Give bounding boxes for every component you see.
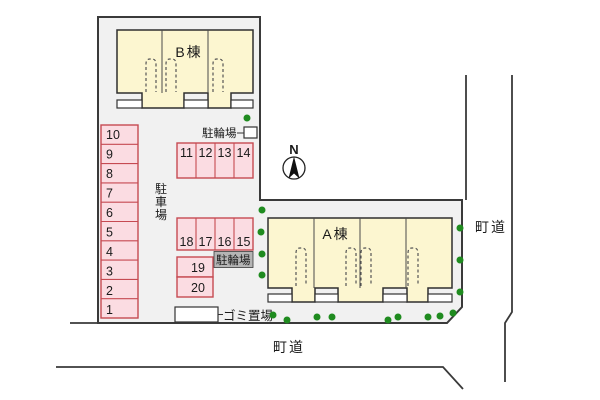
parking-space-number: 1 (106, 303, 113, 317)
stairs-icon (407, 247, 419, 286)
parking-space-number: 17 (199, 235, 213, 249)
tree-dot (456, 256, 464, 264)
parking-space-number: 7 (106, 187, 113, 201)
parking-lot-label-char: 場 (155, 208, 167, 222)
bicycle-parking-tag-bg (213, 251, 254, 268)
tree-dot (257, 228, 265, 236)
tree-dot (258, 206, 266, 214)
building-b-label: B棟 (175, 44, 202, 60)
bicycle-parking-top: 駐輪場 (202, 126, 258, 140)
parking-lot-label-char: 駐 (155, 181, 167, 196)
parking-lot-label-char: 車 (155, 195, 167, 209)
parking-space-number: 19 (191, 261, 205, 275)
parking-space-number: 14 (237, 146, 251, 160)
garbage-area-box (174, 306, 219, 323)
tree-dot (258, 250, 266, 258)
tree-dot (313, 313, 321, 321)
parking-space-number: 15 (237, 235, 251, 249)
road-label-right: 町道 (475, 219, 507, 235)
tree-dot (258, 271, 266, 279)
stairs-icon (345, 247, 357, 286)
tree-dot (243, 114, 251, 122)
parking-left-column: 10 9 8 7 6 5 4 3 2 1 (100, 124, 139, 319)
tree-dot (456, 224, 464, 232)
bicycle-parking-mid: 駐輪場 (213, 251, 254, 268)
parking-space-number: 6 (106, 206, 113, 220)
tree-dot (283, 316, 291, 324)
building-a-step (267, 293, 293, 303)
tree-dot (424, 313, 432, 321)
north-label: N (289, 142, 298, 157)
stairs-icon (212, 58, 224, 92)
parking-space-number: 9 (106, 148, 113, 162)
building-a-step (427, 293, 453, 303)
stairs-icon (295, 247, 307, 286)
parking-row-18-15: 18 17 16 15 (176, 217, 254, 251)
parking-space-number: 18 (180, 235, 194, 249)
compass-needle-icon (288, 156, 300, 179)
bicycle-parking-label-mid: 駐輪場 (216, 253, 251, 267)
bicycle-parking-box-top (243, 126, 258, 139)
parking-space-number: 5 (106, 226, 113, 240)
building-a-step (314, 293, 339, 303)
garbage-area: ゴミ置場 (174, 306, 273, 323)
parking-space-number: 8 (106, 167, 113, 181)
parking-space-number: 2 (106, 284, 113, 298)
building-b-step (116, 99, 143, 109)
stairs-icon (360, 247, 372, 286)
parking-lot-label: 駐 車 場 (155, 181, 167, 222)
parking-space-number: 10 (106, 128, 120, 142)
building-a-step (382, 293, 408, 303)
parking-spaces-19-20: 19 20 (176, 256, 214, 298)
tree-dot (449, 309, 457, 317)
building-b-step (183, 99, 209, 109)
parking-space-number: 4 (106, 245, 113, 259)
tree-dot (394, 313, 402, 321)
parking-space-number: 12 (199, 146, 213, 160)
north-compass: N (282, 142, 306, 180)
parking-space-number: 16 (218, 235, 232, 249)
tree-dots (243, 114, 464, 324)
garbage-area-label: ゴミ置場 (223, 308, 273, 323)
parking-row-11-14: 11 12 13 14 (176, 142, 254, 179)
parking-space-number: 3 (106, 265, 113, 279)
parking-space-number: 20 (191, 281, 205, 295)
building-a-label: A棟 (322, 226, 349, 242)
tree-dot (384, 316, 392, 324)
tree-dot (456, 288, 464, 296)
parking-space-number: 11 (180, 146, 193, 160)
tree-dot (269, 311, 277, 319)
building-b-step (230, 99, 254, 109)
parking-space-number: 13 (218, 146, 232, 160)
bicycle-parking-label-top: 駐輪場 (202, 126, 237, 140)
tree-dot (436, 312, 444, 320)
road-bottom-lower-line (56, 366, 464, 390)
road-right-right-line (504, 75, 513, 382)
tree-dot (328, 313, 336, 321)
stairs-icon (165, 58, 177, 92)
stairs-icon (145, 58, 157, 92)
road-label-bottom: 町道 (273, 339, 305, 355)
